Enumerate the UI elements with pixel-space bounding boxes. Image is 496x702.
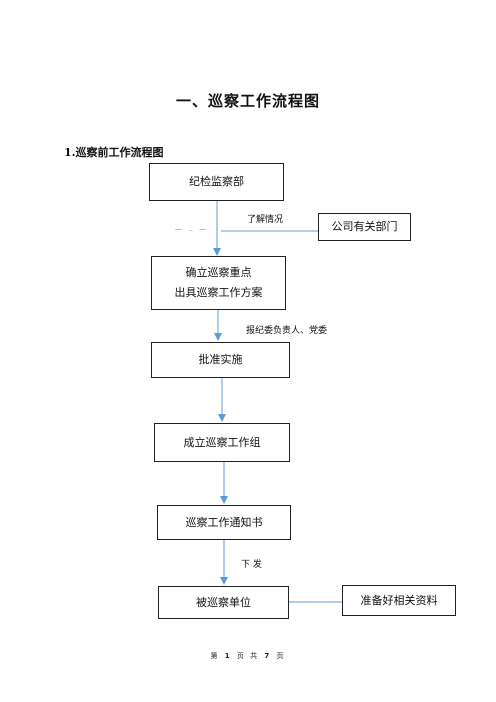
page-footer: 第 1 页 共 7 页: [0, 651, 496, 661]
node-label: 被巡察单位: [196, 595, 251, 609]
edge-label-report: 报纪委负责人、党委: [246, 326, 328, 336]
node-approve: 批准实施: [151, 342, 290, 378]
footer-prefix: 第: [210, 652, 220, 660]
node-form-team: 成立巡察工作组: [154, 423, 290, 462]
node-label-line2: 出具巡察工作方案: [174, 286, 263, 299]
node-label: 批准实施: [198, 353, 243, 366]
node-label-line1: 确立巡察重点: [185, 266, 252, 279]
edge-label-understand: 了解情况: [247, 215, 284, 225]
page-title: 一、巡察工作流程图: [175, 92, 320, 110]
faint-mark: — ‥ —: [175, 225, 209, 233]
node-label: 巡察工作通知书: [185, 515, 263, 529]
edge-label-issue: 下 发: [241, 560, 262, 570]
node-discipline-dept: 纪检监察部: [149, 163, 284, 201]
footer-suffix: 页: [276, 652, 286, 660]
node-company-depts: 公司有关部门: [318, 213, 411, 241]
footer-total-pages: 7: [264, 652, 272, 660]
node-label: 公司有关部门: [331, 220, 398, 233]
node-label: 纪检监察部: [189, 175, 244, 188]
footer-page-number: 1: [224, 652, 232, 660]
node-confirm-focus: 确立巡察重点 出具巡察工作方案: [151, 256, 286, 310]
section-title: 1.巡察前工作流程图: [64, 146, 164, 159]
node-label: 准备好相关资料: [360, 593, 438, 607]
node-prepare-materials: 准备好相关资料: [342, 585, 456, 616]
node-label: 成立巡察工作组: [183, 435, 261, 449]
node-notice: 巡察工作通知书: [157, 505, 291, 540]
footer-mid: 页 共: [236, 652, 260, 660]
node-inspected-unit: 被巡察单位: [158, 586, 289, 619]
